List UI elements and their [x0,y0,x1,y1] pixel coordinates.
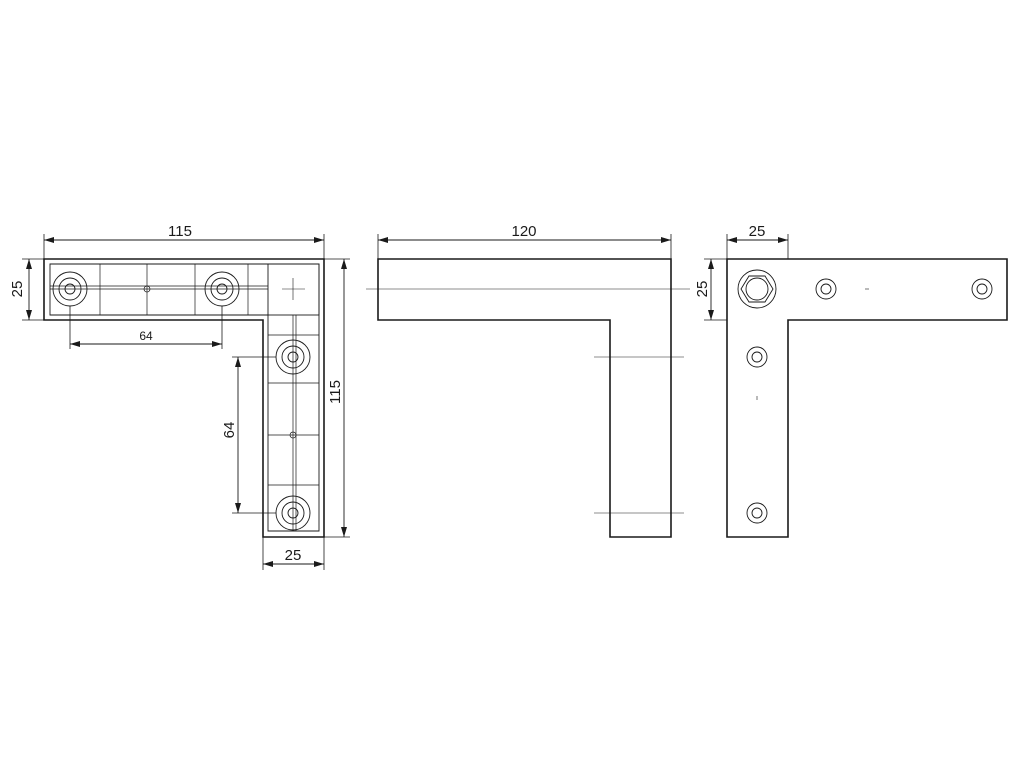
dim-middle-top-width: 120 [511,223,536,240]
side-view-outline [377,258,672,538]
dim-front-right-height: 115 [327,380,344,404]
hole-top-3 [746,346,768,368]
dim-front-bottom-width: 25 [285,547,302,564]
dim-front-hole-spacing-h: 64 [139,329,153,343]
dim-right-left-height: 25 [694,281,711,298]
hole-top-4 [746,502,768,524]
dim-right-top-width: 25 [749,223,766,240]
dim-front-hole-spacing-v: 64 [221,422,238,439]
front-view: 115 25 64 64 115 25 [9,223,350,570]
top-view-outline [726,258,1008,538]
hex-bolt-icon [737,269,777,309]
dim-front-left-height: 25 [9,281,26,298]
top-view: 25 25 [694,223,1008,538]
rib-dot [143,285,151,293]
corner-block [267,263,320,316]
side-view: 120 [366,223,690,538]
hole-top-1 [815,278,837,300]
front-view-outline [43,258,325,538]
rib-dot [289,431,297,439]
dim-front-top-width: 115 [168,223,192,240]
hole-top-2 [971,278,993,300]
